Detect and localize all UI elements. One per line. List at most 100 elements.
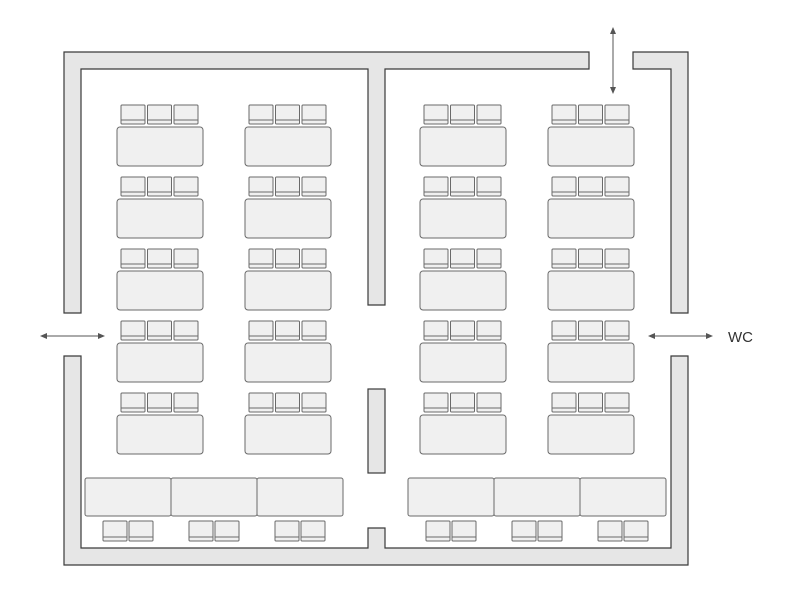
chair (425, 520, 451, 542)
chair (173, 392, 199, 413)
chair (423, 320, 449, 341)
chair (173, 176, 199, 197)
student-desk (116, 270, 204, 311)
chair (248, 320, 274, 341)
chair (423, 392, 449, 413)
chair (578, 320, 603, 341)
student-desk (244, 198, 332, 239)
student-desk (419, 414, 507, 455)
chair (300, 520, 326, 542)
chair (450, 176, 475, 197)
chair (275, 104, 300, 125)
chair (147, 320, 172, 341)
chair (301, 320, 327, 341)
chair (551, 248, 577, 269)
chair (248, 248, 274, 269)
wall-north-west (63, 51, 590, 314)
student-desk (116, 126, 204, 167)
front-table (170, 477, 258, 517)
chair (604, 176, 630, 197)
chair (511, 520, 537, 542)
student-desk (244, 126, 332, 167)
chair (578, 392, 603, 413)
chair (248, 392, 274, 413)
student-desk (419, 126, 507, 167)
student-desk (547, 126, 635, 167)
student-desk (116, 198, 204, 239)
chair (173, 248, 199, 269)
student-desk (419, 342, 507, 383)
chair (102, 520, 128, 542)
student-desk (547, 198, 635, 239)
chair (450, 248, 475, 269)
chair (128, 520, 154, 542)
front-table (407, 477, 495, 517)
front-table (84, 477, 172, 517)
chair (147, 176, 172, 197)
chair (450, 320, 475, 341)
west-door-arrow (40, 333, 105, 339)
chair (188, 520, 214, 542)
student-desk (547, 270, 635, 311)
front-table (579, 477, 667, 517)
chair (423, 248, 449, 269)
front-table (493, 477, 581, 517)
north-door-arrow (610, 27, 616, 94)
chair (275, 320, 300, 341)
door-arrows (40, 27, 713, 339)
chair (120, 104, 146, 125)
chair (423, 176, 449, 197)
chair (120, 248, 146, 269)
chair (451, 520, 477, 542)
chair (450, 392, 475, 413)
chair (147, 392, 172, 413)
chair (214, 520, 240, 542)
chair (301, 176, 327, 197)
chair (551, 320, 577, 341)
chair (120, 320, 146, 341)
chair (578, 104, 603, 125)
wall-north-east (632, 51, 689, 314)
chair (275, 176, 300, 197)
wc-label: WC (728, 329, 753, 346)
chair (173, 320, 199, 341)
chair (120, 392, 146, 413)
chair (604, 104, 630, 125)
chair (450, 104, 475, 125)
chair (476, 104, 502, 125)
chair (476, 392, 502, 413)
chair (551, 392, 577, 413)
student-desk (419, 270, 507, 311)
student-desk (244, 414, 332, 455)
chair (147, 104, 172, 125)
chair (301, 248, 327, 269)
student-desk (419, 198, 507, 239)
chair (476, 176, 502, 197)
student-desk (244, 342, 332, 383)
chair (604, 392, 630, 413)
student-desk (116, 414, 204, 455)
chair (248, 104, 274, 125)
chair (274, 520, 300, 542)
chair (597, 520, 623, 542)
chair (551, 176, 577, 197)
walls (63, 51, 689, 566)
student-desk (547, 414, 635, 455)
chair (423, 104, 449, 125)
chair (537, 520, 563, 542)
chair (476, 248, 502, 269)
chair (173, 104, 199, 125)
chair (604, 320, 630, 341)
chair (120, 176, 146, 197)
chair (147, 248, 172, 269)
chair (578, 248, 603, 269)
chair (275, 248, 300, 269)
chair (275, 392, 300, 413)
chair (248, 176, 274, 197)
chair (551, 104, 577, 125)
furniture (84, 104, 667, 542)
wall-partition-middle (367, 388, 386, 474)
chair (476, 320, 502, 341)
chair (301, 104, 327, 125)
